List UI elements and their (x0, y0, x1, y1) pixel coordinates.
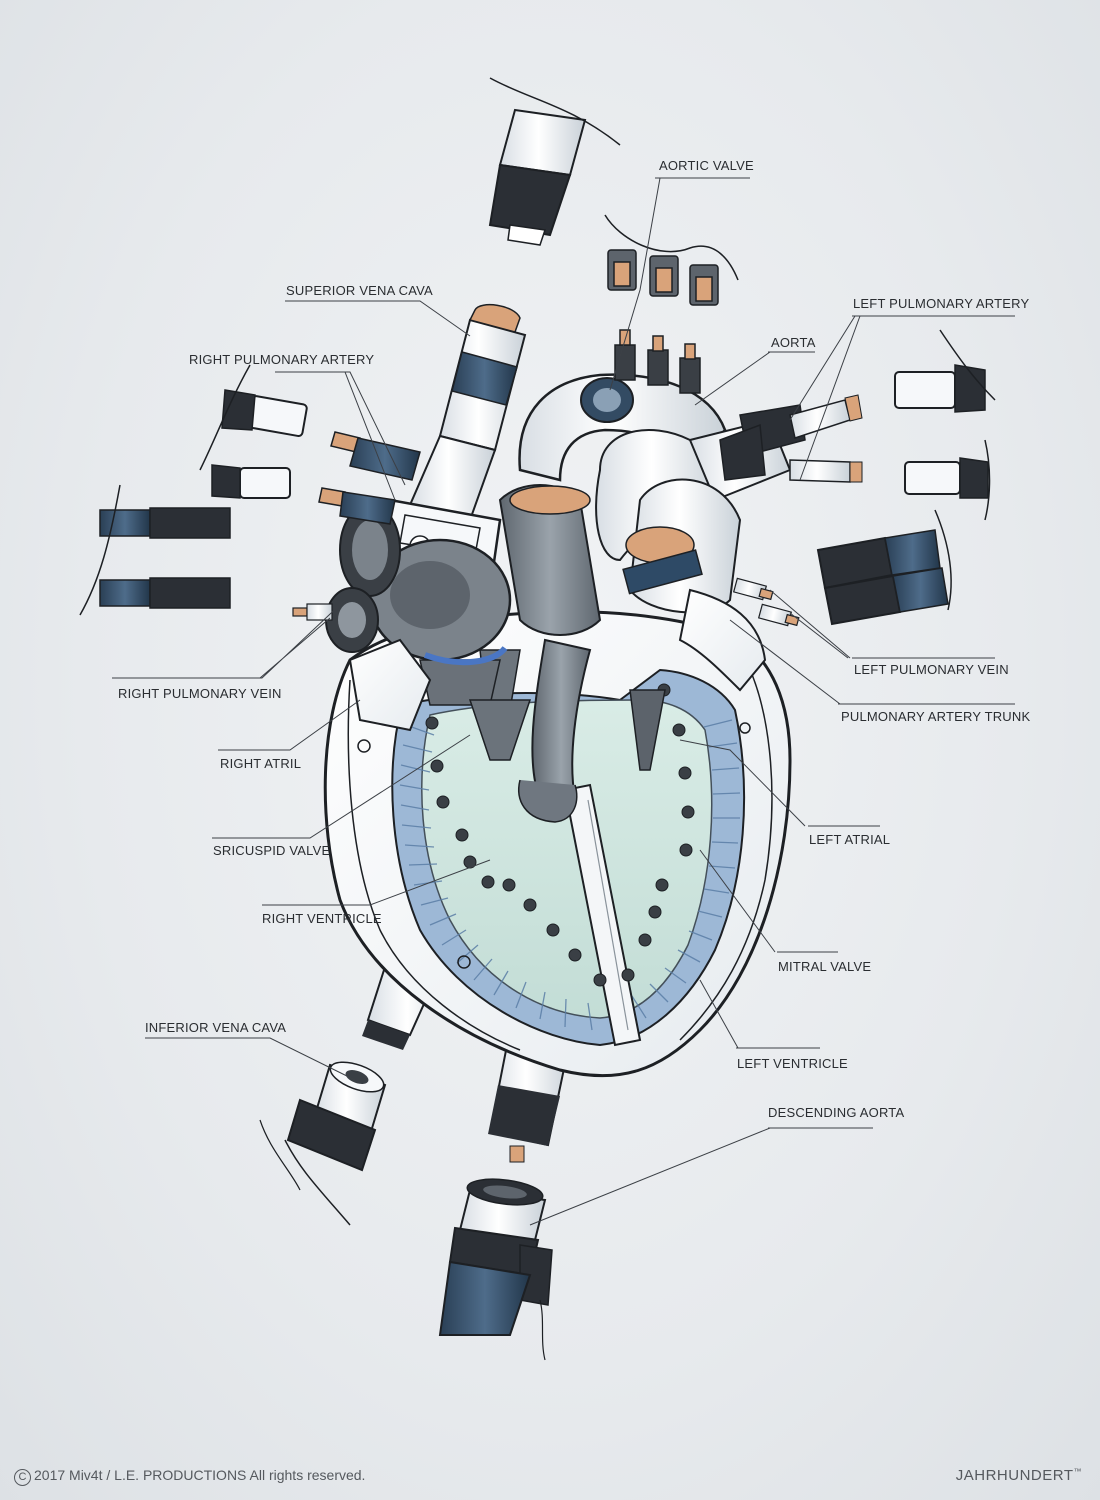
label-sricuspid-valve: SRICUSPID VALVE (213, 843, 331, 858)
copyright-text: 2017 Miv4t / L.E. PRODUCTIONS All rights… (34, 1467, 366, 1483)
ivc-detached-connector (259, 1061, 387, 1226)
label-left-pulmonary-vein: LEFT PULMONARY VEIN (854, 662, 1009, 677)
trademark-symbol: ™ (1073, 1467, 1082, 1476)
brand-name: JAHRHUNDERT (955, 1467, 1074, 1484)
label-right-ventricle: RIGHT VENTRICLE (262, 911, 382, 926)
aorta-arch (518, 373, 792, 692)
label-left-pulmonary-artery: LEFT PULMONARY ARTERY (853, 296, 1030, 311)
brand-mark: JAHRHUNDERT™ (956, 1467, 1082, 1484)
left-pulmonary-vein-connectors (732, 509, 952, 627)
descending-aorta-detached-connector (438, 1178, 553, 1361)
left-pulmonary-artery-connectors (719, 329, 996, 521)
leader-lines (112, 177, 1015, 1226)
label-inferior-vena-cava: INFERIOR VENA CAVA (145, 1020, 287, 1035)
label-aortic-valve: AORTIC VALVE (659, 158, 754, 173)
superior-vena-cava-assembly (325, 303, 532, 761)
label-mitral-valve: MITRAL VALVE (778, 959, 872, 974)
svc-detached-connector (488, 77, 621, 246)
label-left-atrial: LEFT ATRIAL (809, 832, 891, 847)
label-pulmonary-artery-trunk: PULMONARY ARTERY TRUNK (841, 709, 1031, 724)
label-right-atril: RIGHT ATRIL (220, 756, 302, 771)
label-right-pulmonary-artery: RIGHT PULMONARY ARTERY (189, 352, 375, 367)
label-aorta: AORTA (771, 335, 816, 350)
label-superior-vena-cava: SUPERIOR VENA CAVA (286, 283, 433, 298)
label-right-pulmonary-vein: RIGHT PULMONARY VEIN (118, 686, 282, 701)
valve-connectors-top (604, 214, 739, 394)
right-pulmonary-artery-connectors (199, 364, 421, 525)
copyright-symbol: C (14, 1469, 31, 1486)
label-left-ventricle: LEFT VENTRICLE (737, 1056, 848, 1071)
heart-body (323, 610, 792, 1078)
right-pulmonary-vein-connectors (79, 484, 333, 621)
label-descending-aorta: DESCENDING AORTA (768, 1105, 905, 1120)
